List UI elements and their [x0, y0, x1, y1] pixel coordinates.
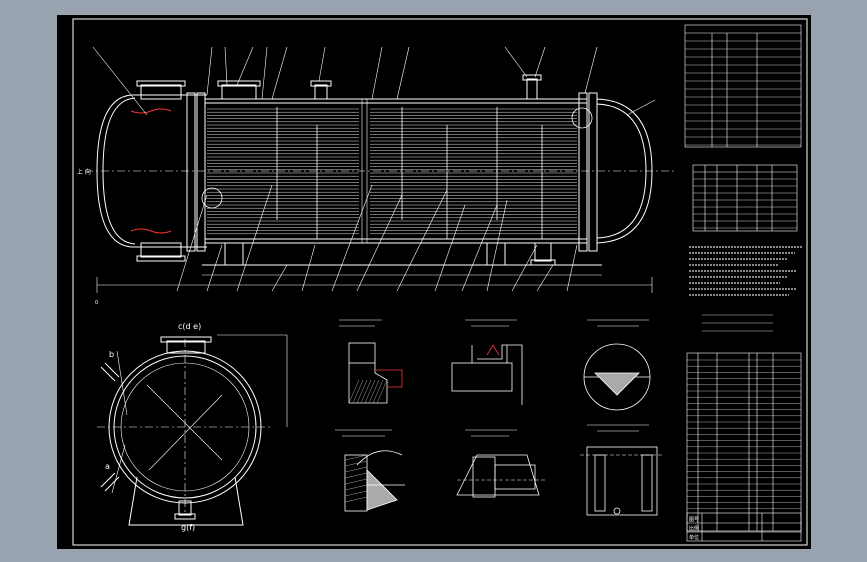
title-block-mark-3: 单位 — [689, 534, 699, 541]
hatch-line — [352, 379, 364, 404]
drawing-canvas: 上 向 c(d e) — [72, 18, 808, 546]
parts-list-rows — [687, 359, 801, 509]
dimension-zero: 0 — [95, 300, 98, 306]
hatch-line — [348, 379, 360, 404]
hatch-line — [372, 379, 384, 404]
nozzle-label-top: c(d e) — [178, 322, 201, 331]
tube-bundle — [207, 108, 577, 235]
title-block — [686, 512, 802, 542]
nozzle-label-a: a — [105, 462, 110, 471]
hatch-line — [356, 379, 368, 404]
technical-notes — [689, 246, 803, 296]
direction-label: 上 向 — [77, 168, 91, 176]
nozzle-label-bottom: g(f) — [181, 523, 195, 532]
title-block-mark-2: 比例 — [689, 525, 699, 532]
hatch-line — [344, 496, 368, 503]
hatch-line — [344, 484, 368, 491]
hatch-line — [344, 478, 368, 485]
nozzle-table — [692, 164, 798, 232]
hatch-line — [376, 379, 388, 404]
hatch-line — [344, 472, 368, 479]
hatch-line — [368, 379, 380, 404]
hatch-line — [344, 454, 368, 461]
hatch-line — [344, 466, 368, 473]
drawing-sheet: 上 向 c(d e) — [57, 15, 811, 549]
nozzle-label-b: b — [109, 350, 114, 359]
vessel-elevation — [85, 46, 677, 293]
small-table — [702, 314, 773, 332]
drawing-frame — [72, 18, 808, 546]
hatch-line — [344, 460, 368, 467]
detail-views — [335, 319, 662, 516]
title-block-mark-1: 图号 — [689, 517, 699, 523]
technical-table-rows — [685, 40, 801, 146]
hatch-line — [344, 490, 368, 497]
hatch-line — [364, 379, 376, 404]
hatch-line — [360, 379, 372, 404]
nozzle-table-rows — [693, 178, 797, 229]
technical-table — [684, 24, 802, 148]
end-view-section — [97, 334, 288, 526]
parts-list — [686, 352, 802, 532]
detail-hatching — [344, 379, 388, 503]
